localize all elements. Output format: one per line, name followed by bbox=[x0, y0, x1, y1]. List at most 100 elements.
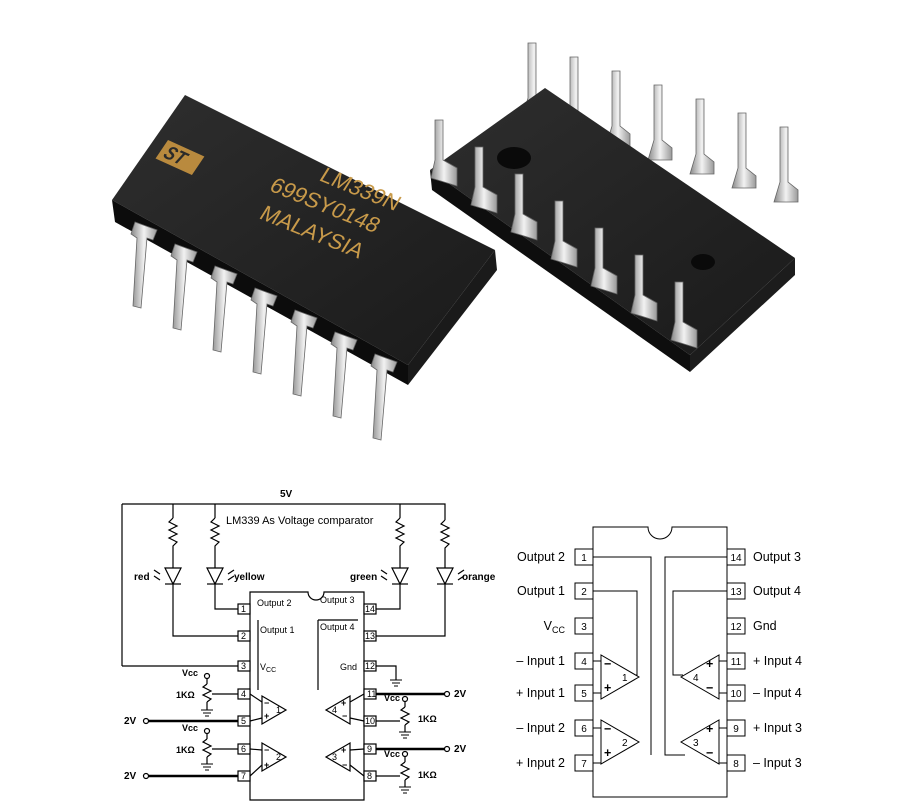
led-red-label: red bbox=[134, 572, 150, 583]
resistor-label-right-2: 1KΩ bbox=[418, 770, 437, 780]
circuit-title: LM339 As Voltage comparator bbox=[226, 515, 374, 527]
svg-text:−: − bbox=[342, 711, 347, 721]
pin-label-right: Output 4 bbox=[753, 584, 801, 598]
led-yellow-label: yellow bbox=[234, 572, 265, 583]
svg-text:+: + bbox=[604, 681, 611, 695]
chip-leg bbox=[550, 200, 578, 268]
pin-number-left: 6 bbox=[581, 724, 587, 735]
pin-label-left: Output 1 bbox=[517, 584, 565, 598]
left-chip: ST LM339N 699SY0148 MALAYSIA bbox=[112, 95, 497, 441]
chip-leg bbox=[250, 287, 278, 375]
chip-leg bbox=[130, 221, 158, 309]
pin-box bbox=[726, 617, 746, 635]
chip-gnd-label: Gnd bbox=[340, 662, 357, 672]
pin-label-left: VCC bbox=[544, 619, 566, 635]
svg-text:−: − bbox=[604, 657, 611, 671]
chip-leg bbox=[430, 119, 458, 187]
svg-text:−: − bbox=[706, 681, 713, 695]
chip-output2-label: Output 2 bbox=[257, 598, 292, 608]
pin-label-right: – Input 3 bbox=[753, 756, 802, 770]
vcc-label-left-1: Vcc bbox=[182, 668, 198, 678]
chip-leg bbox=[370, 353, 398, 441]
pin-number-left: 2 bbox=[581, 587, 587, 598]
chip-leg bbox=[510, 173, 538, 241]
chip-output4-label: Output 4 bbox=[320, 622, 355, 632]
svg-text:−: − bbox=[264, 698, 269, 708]
svg-text:12: 12 bbox=[365, 661, 375, 671]
pin-number-left: 4 bbox=[581, 657, 587, 668]
chip-leg bbox=[630, 254, 658, 322]
comparator-2-num: 2 bbox=[276, 752, 281, 762]
svg-text:+: + bbox=[341, 745, 346, 755]
input-2v-left-2: 2V bbox=[124, 771, 137, 782]
pin-label-left: – Input 1 bbox=[516, 654, 565, 668]
pin-number-left: 1 bbox=[581, 553, 587, 564]
svg-text:13: 13 bbox=[365, 631, 375, 641]
chip-leg bbox=[470, 146, 498, 214]
pin1-dimple bbox=[497, 147, 531, 169]
chip-leg bbox=[773, 126, 799, 203]
svg-text:14: 14 bbox=[365, 604, 375, 614]
chip-leg bbox=[670, 281, 698, 349]
svg-text:11: 11 bbox=[367, 689, 376, 699]
input-2v-left-1: 2V bbox=[124, 716, 137, 727]
comparator-circuit: 5V LM339 As Voltage comparator red yello… bbox=[121, 489, 496, 801]
svg-text:+: + bbox=[604, 746, 611, 760]
resistor-label-left-2: 1KΩ bbox=[176, 745, 195, 755]
pin-label-left: – Input 2 bbox=[516, 721, 565, 735]
svg-text:5: 5 bbox=[241, 716, 246, 726]
svg-text:−: − bbox=[342, 760, 347, 770]
pin-label-right: + Input 4 bbox=[753, 654, 802, 668]
pin-label-left: + Input 2 bbox=[516, 756, 565, 770]
pin-number-left: 3 bbox=[581, 622, 587, 633]
comparator-4-num: 4 bbox=[332, 705, 337, 715]
pin-number-right: 10 bbox=[730, 689, 742, 700]
svg-text:+: + bbox=[264, 711, 269, 721]
svg-text:+: + bbox=[706, 657, 713, 671]
svg-text:+: + bbox=[341, 698, 346, 708]
comparator-1-num: 1 bbox=[276, 705, 281, 715]
chip-leg bbox=[689, 98, 715, 175]
pin-label-right: Gnd bbox=[753, 619, 777, 633]
svg-text:−: − bbox=[264, 745, 269, 755]
pin-label-right: + Input 3 bbox=[753, 721, 802, 735]
input-2v-right-2: 2V bbox=[454, 744, 467, 755]
pin-label-right: Output 3 bbox=[753, 550, 801, 564]
svg-text:10: 10 bbox=[365, 716, 375, 726]
chip-leg bbox=[647, 84, 673, 161]
vcc-label-right-2: Vcc bbox=[384, 749, 400, 759]
pinout-comp-4: 4 bbox=[693, 673, 699, 684]
vcc-label-right-1: Vcc bbox=[384, 693, 400, 703]
pinout-comp-2: 2 bbox=[622, 738, 628, 749]
chip-output3-label: Output 3 bbox=[320, 595, 355, 605]
pin-number-right: 9 bbox=[733, 724, 739, 735]
svg-text:1: 1 bbox=[241, 604, 246, 614]
svg-text:VCC: VCC bbox=[260, 662, 276, 674]
supply-label: 5V bbox=[280, 489, 293, 500]
svg-text:2: 2 bbox=[241, 631, 246, 641]
svg-text:−: − bbox=[604, 722, 611, 736]
right-chip bbox=[430, 42, 799, 372]
svg-text:8: 8 bbox=[367, 771, 372, 781]
svg-text:−: − bbox=[706, 746, 713, 760]
chip-leg bbox=[210, 265, 238, 353]
chip-leg bbox=[290, 309, 318, 397]
svg-text:+: + bbox=[264, 760, 269, 770]
chip-leg bbox=[590, 227, 618, 295]
vcc-label-left-2: Vcc bbox=[182, 723, 198, 733]
chip-leg bbox=[330, 331, 358, 419]
pinout-comp-1: 1 bbox=[622, 673, 628, 684]
pin-box bbox=[574, 617, 594, 635]
pin-label-right: – Input 4 bbox=[753, 686, 802, 700]
svg-text:6: 6 bbox=[241, 744, 246, 754]
chip-vcc-label: V bbox=[260, 662, 266, 672]
input-2v-right-1: 2V bbox=[454, 689, 467, 700]
pin-number-right: 14 bbox=[730, 553, 742, 564]
pin-number-left: 5 bbox=[581, 689, 587, 700]
resistor-label-right-1: 1KΩ bbox=[418, 714, 437, 724]
chip-leg bbox=[731, 112, 757, 189]
pin-number-right: 13 bbox=[730, 587, 742, 598]
pin-number-right: 11 bbox=[731, 657, 742, 668]
svg-text:3: 3 bbox=[241, 661, 246, 671]
